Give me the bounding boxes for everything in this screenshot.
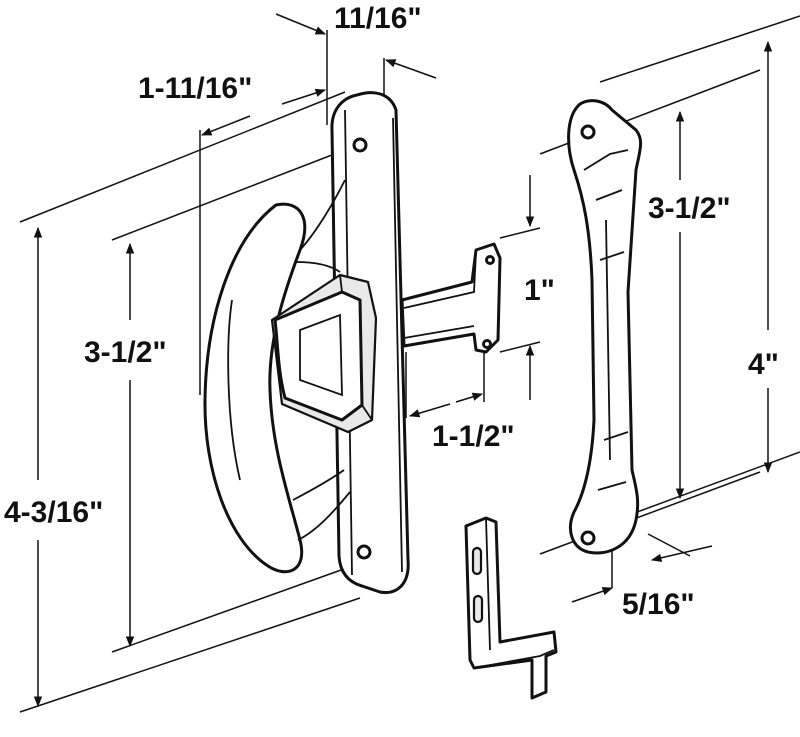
plate-screw-hole-bottom <box>356 544 372 560</box>
t-handle <box>203 179 378 574</box>
dim-label-keeper-width: 5/16" <box>622 588 695 621</box>
keeper <box>567 99 643 555</box>
angle-bracket <box>464 516 558 700</box>
dim-label-handle-hole-spacing: 3-1/2" <box>84 336 167 369</box>
dim-label-hook-projection: 1-1/2" <box>432 420 515 453</box>
dim-label-plate-length: 4-3/16" <box>4 496 103 529</box>
keeper-screw-hole-bottom <box>580 530 596 546</box>
dimension-lines <box>33 13 773 708</box>
keeper-screw-hole-top <box>580 124 596 140</box>
dim-label-keeper-hole-spacing: 3-1/2" <box>648 192 731 225</box>
dim-label-handle-projection: 1-11/16" <box>138 72 252 105</box>
dim-label-plate-thickness: 11/16" <box>334 2 422 35</box>
dim-label-keeper-length: 4" <box>748 348 779 381</box>
latch-hook <box>400 242 502 354</box>
dim-label-hook-height: 1" <box>524 274 555 307</box>
plate-screw-hole-top <box>352 137 368 153</box>
